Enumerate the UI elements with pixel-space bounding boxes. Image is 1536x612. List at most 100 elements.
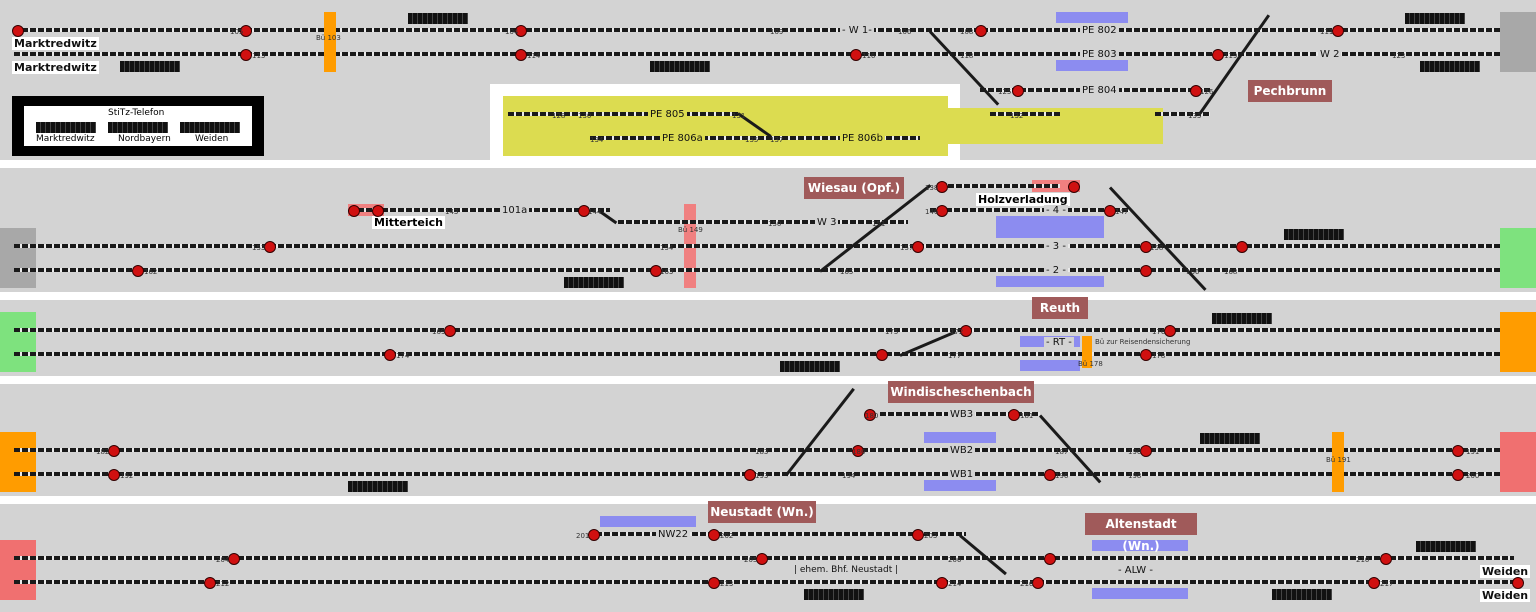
edge-gray-top <box>1500 12 1536 72</box>
signal-s1-11[interactable] <box>1190 85 1202 97</box>
signal-s1-3[interactable] <box>240 49 252 61</box>
station-windischeschenbach[interactable]: Windischeschenbach <box>888 381 1034 403</box>
signal-s3-2[interactable] <box>384 349 396 361</box>
section-reuth <box>0 300 1536 376</box>
signal-s5-13[interactable] <box>1512 577 1524 589</box>
signal-s1-5[interactable] <box>515 49 527 61</box>
signal-s2-11[interactable] <box>1140 241 1152 253</box>
signal-s2-7[interactable] <box>936 181 948 193</box>
signal-s5-4[interactable] <box>228 553 240 565</box>
num-192: 191 <box>1466 448 1480 456</box>
num-150: 150 <box>768 220 782 228</box>
track-label-3: - 3 - <box>1044 241 1068 252</box>
signal-s4-9[interactable] <box>1452 445 1464 457</box>
track-label-wb1: WB1 <box>948 469 976 480</box>
signal-s2-14[interactable] <box>1068 181 1080 193</box>
signal-s2-12[interactable] <box>1140 265 1152 277</box>
signal-s4-10[interactable] <box>1452 469 1464 481</box>
signal-s1-2[interactable] <box>240 25 252 37</box>
signal-s4-6[interactable] <box>1008 409 1020 421</box>
signal-s3-4[interactable] <box>960 325 972 337</box>
stitz-title: StiTz-Telefon <box>108 108 165 118</box>
num-201: 201 <box>576 532 590 540</box>
signal-s1-1[interactable] <box>12 25 24 37</box>
signal-s2-8[interactable] <box>936 205 948 217</box>
num-206: 206 <box>948 556 962 564</box>
num-146: 146 <box>925 208 939 216</box>
signal-s5-12[interactable] <box>1368 577 1380 589</box>
signal-s4-7[interactable] <box>1044 469 1056 481</box>
num-125: 125 <box>998 88 1012 96</box>
signal-s3-1[interactable] <box>444 325 456 337</box>
signal-s4-8[interactable] <box>1140 445 1152 457</box>
signal-s1-7[interactable] <box>975 25 987 37</box>
signal-s1-9[interactable] <box>1332 25 1344 37</box>
station-altenstadt[interactable]: Altenstadt (Wn.) <box>1085 513 1197 553</box>
signal-s1-8[interactable] <box>1212 49 1224 61</box>
platform-s2-b <box>996 276 1104 287</box>
track-s2-3 <box>14 244 1500 248</box>
signal-s2-1[interactable] <box>348 205 360 217</box>
track-s2-2 <box>14 268 1500 272</box>
track-label-2: - 2 - <box>1044 265 1068 276</box>
num-126: 126 <box>1200 88 1214 96</box>
signal-s5-11[interactable] <box>1032 577 1044 589</box>
num-204: 204 <box>216 556 230 564</box>
stitz-display-1[interactable] <box>36 122 96 133</box>
num-123: 123 <box>1392 52 1406 60</box>
signal-s2-5[interactable] <box>132 265 144 277</box>
station-pechbrunn[interactable]: Pechbrunn <box>1248 80 1332 102</box>
signal-s1-4[interactable] <box>515 25 527 37</box>
signal-s5-2[interactable] <box>708 529 720 541</box>
track-s2-holz <box>940 184 1060 188</box>
signal-s2-2[interactable] <box>372 205 384 217</box>
track-s4-wb1 <box>14 472 1500 476</box>
stitz-display-3[interactable] <box>180 122 240 133</box>
section-windischeschenbach <box>0 384 1536 496</box>
signal-s3-6[interactable] <box>1140 349 1152 361</box>
signal-s1-10[interactable] <box>1012 85 1024 97</box>
signal-s5-3[interactable] <box>912 529 924 541</box>
stitz-display-2[interactable] <box>108 122 168 133</box>
num-143: 143 <box>445 208 459 216</box>
platform-s4-a <box>924 432 996 443</box>
track-s5-2 <box>14 580 1514 584</box>
signal-s5-9[interactable] <box>708 577 720 589</box>
signal-s2-3[interactable] <box>578 205 590 217</box>
station-neustadt[interactable]: Neustadt (Wn.) <box>708 501 816 523</box>
signal-s4-5[interactable] <box>852 445 864 457</box>
signal-s4-3[interactable] <box>744 469 756 481</box>
bu-reisenden-label: Bü zur Reisendensicherung <box>1095 338 1191 346</box>
track-label-nw22: NW22 <box>656 529 691 540</box>
signal-s5-1[interactable] <box>588 529 600 541</box>
stitz-label-weiden: Weiden <box>195 134 229 144</box>
signal-s5-8[interactable] <box>204 577 216 589</box>
platform-s1-a <box>1056 12 1128 23</box>
signal-s5-5[interactable] <box>756 553 768 565</box>
edge-green-right <box>1500 228 1536 288</box>
num-116: 116 <box>862 52 876 60</box>
signal-s3-3[interactable] <box>876 349 888 361</box>
display-s2-a <box>564 277 624 288</box>
signal-s1-6[interactable] <box>850 49 862 61</box>
signal-s4-1[interactable] <box>108 445 120 457</box>
signal-s2-10[interactable] <box>1104 205 1116 217</box>
signal-s3-5[interactable] <box>1164 325 1176 337</box>
signal-s5-10[interactable] <box>936 577 948 589</box>
signal-s4-2[interactable] <box>108 469 120 481</box>
num-194: 193 <box>755 472 769 480</box>
num-158: 158 <box>1150 244 1164 252</box>
signal-s2-4[interactable] <box>264 241 276 253</box>
num-178: 178 <box>1152 352 1166 360</box>
signal-s4-4[interactable] <box>864 409 876 421</box>
station-reuth[interactable]: Reuth <box>1032 297 1088 319</box>
num-151: 151 <box>872 220 886 228</box>
signal-s5-6[interactable] <box>1044 553 1056 565</box>
station-wiesau[interactable]: Wiesau (Opf.) <box>804 177 904 199</box>
signal-s2-13[interactable] <box>1236 241 1248 253</box>
track-s3-1 <box>14 328 1500 332</box>
display-s3-a <box>1212 313 1272 324</box>
signal-s2-9[interactable] <box>912 241 924 253</box>
signal-s2-6[interactable] <box>650 265 662 277</box>
signal-s5-7[interactable] <box>1380 553 1392 565</box>
